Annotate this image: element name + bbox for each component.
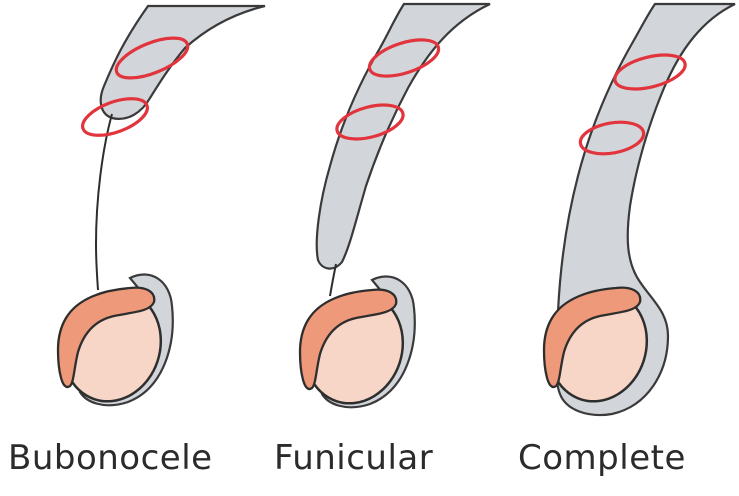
bubonocele-hernial-sac — [101, 6, 265, 119]
label-bubonocele: Bubonocele — [8, 438, 213, 478]
bubonocele-illustration — [49, 6, 265, 414]
label-funicular: Funicular — [274, 438, 433, 478]
label-complete: Complete — [518, 438, 686, 478]
bubonocele-cord-line — [96, 114, 112, 290]
funicular-illustration — [291, 4, 490, 416]
complete-illustration — [535, 4, 735, 415]
